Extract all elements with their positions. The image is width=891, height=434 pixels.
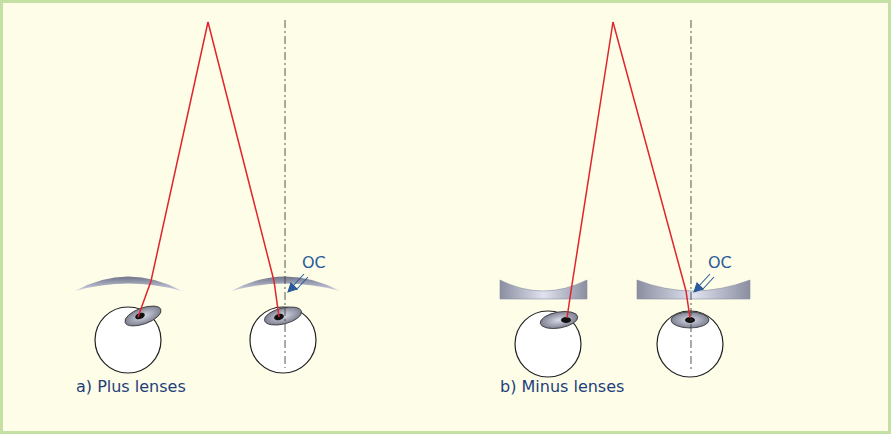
eyeball bbox=[657, 311, 723, 377]
iris bbox=[263, 304, 304, 329]
iris bbox=[539, 309, 579, 331]
oc-arrow bbox=[694, 274, 714, 292]
oc-arrow bbox=[288, 274, 308, 292]
pupil bbox=[561, 317, 571, 323]
plus-lens bbox=[75, 277, 182, 292]
oc-label: OC bbox=[302, 254, 326, 272]
oc-label: OC bbox=[708, 254, 732, 272]
eyeball bbox=[250, 307, 316, 373]
plus-lens bbox=[231, 277, 340, 292]
sight-line bbox=[208, 22, 279, 317]
panel-caption: a) Plus lenses bbox=[76, 378, 186, 396]
sight-line bbox=[613, 22, 690, 318]
sight-line bbox=[138, 22, 208, 317]
iris bbox=[122, 302, 163, 330]
panel-caption: b) Minus lenses bbox=[500, 378, 624, 396]
minus-lens bbox=[500, 280, 587, 299]
minus-lens bbox=[637, 280, 750, 299]
sight-line bbox=[567, 22, 613, 318]
optical-axis bbox=[285, 20, 286, 368]
